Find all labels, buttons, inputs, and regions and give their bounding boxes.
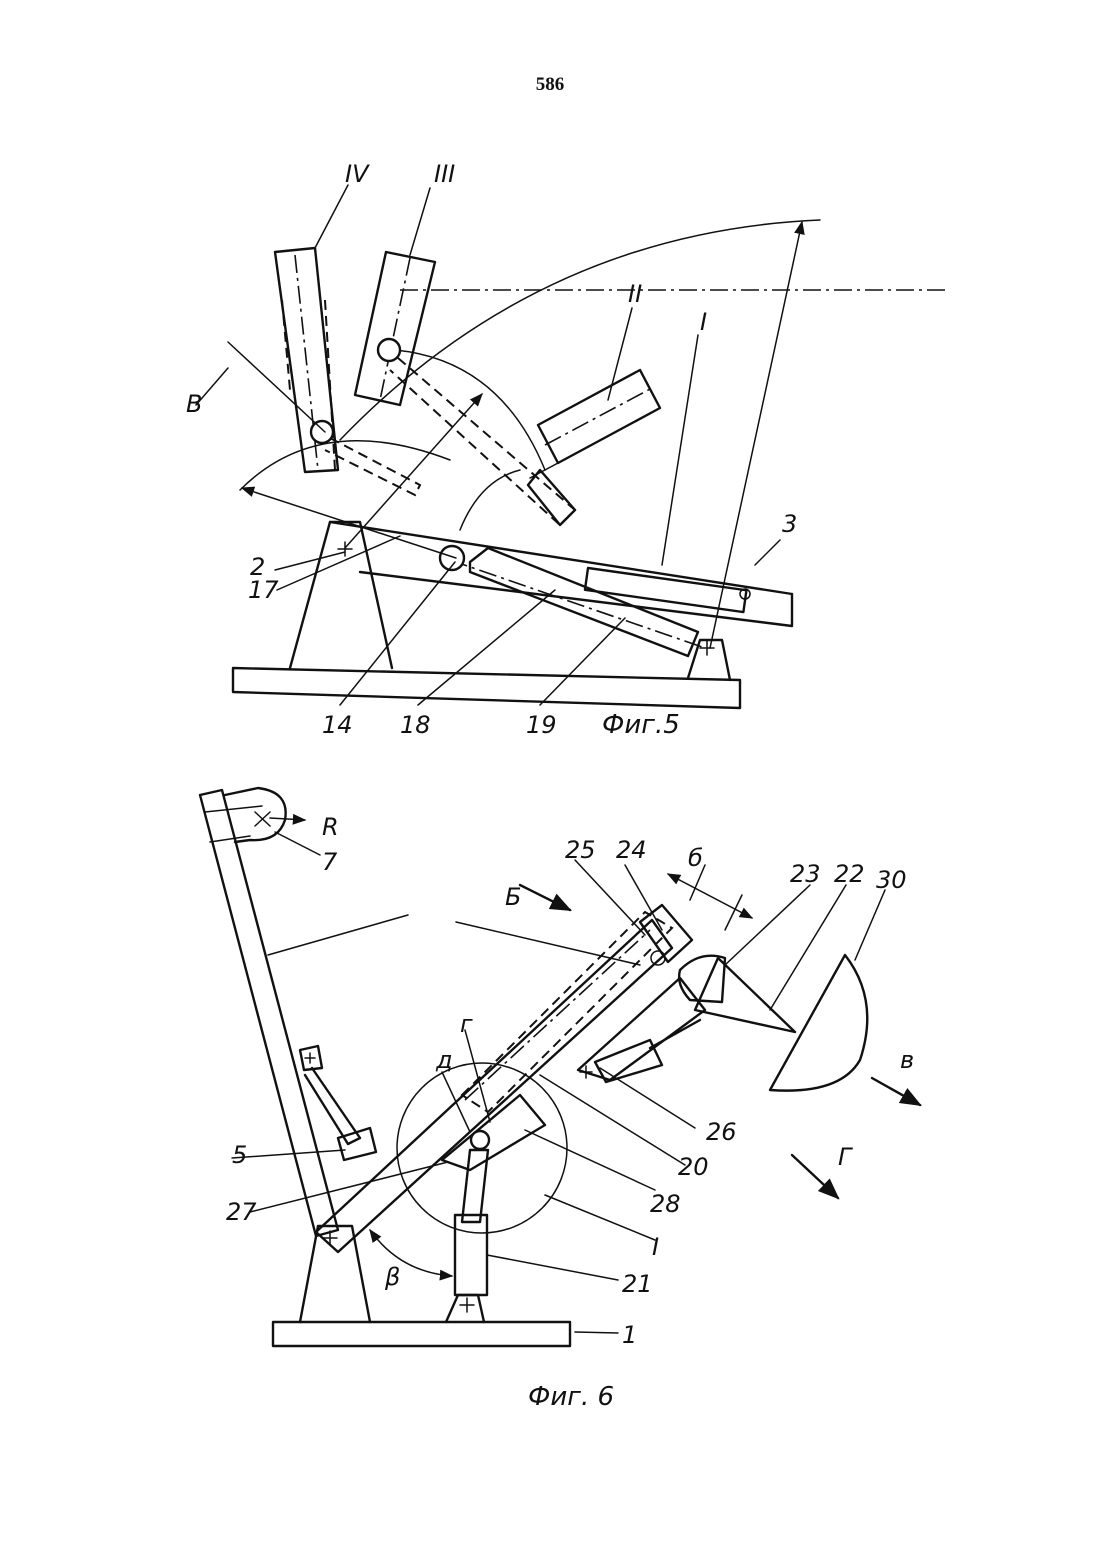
fig6-label-22: 22 — [834, 860, 865, 888]
fig5-label-14: 14 — [322, 711, 353, 739]
fig6-R-arrow — [270, 818, 305, 820]
fig6-label-21: 21 — [622, 1270, 653, 1298]
fig5-center-mark — [700, 641, 714, 655]
fig6-boom-axis — [465, 930, 650, 1100]
fig6-main-boom — [316, 920, 672, 1252]
fig6-label-24: 24 — [616, 836, 647, 864]
figure-6: R 7 25 24 б 23 22 30 Б в Г г д 5 27 26 2… — [200, 788, 920, 1412]
fig6-label-5: 5 — [232, 1141, 247, 1169]
fig6-label-view-G: Г — [838, 1143, 853, 1171]
fig6-pivot — [471, 1131, 489, 1149]
fig5-swing-arc — [340, 220, 820, 440]
fig6-label-beta: β — [384, 1263, 400, 1291]
fig6-caption: Фиг. 6 — [528, 1382, 614, 1412]
fig6-support — [300, 1226, 370, 1322]
fig6-label-1: 1 — [622, 1321, 637, 1349]
fig5-view-B-line — [228, 342, 325, 432]
fig6-leaders — [232, 832, 885, 1333]
fig6-label-20: 20 — [678, 1153, 709, 1181]
fig6-head-cross — [255, 812, 270, 826]
fig6-label-28: 28 — [650, 1190, 681, 1218]
fig6-label-27: 27 — [226, 1198, 257, 1226]
fig5-arc-arrow — [242, 488, 456, 558]
fig6-mount-cross — [460, 1298, 474, 1312]
fig6-cylinder-rod — [650, 1020, 700, 1048]
fig5-position-II — [530, 370, 660, 478]
fig5-right-support — [688, 640, 730, 680]
fig6-cylinder-mount — [446, 1295, 484, 1322]
fig6-label-30: 30 — [876, 866, 907, 894]
fig5-label-I: I — [700, 308, 707, 336]
fig5-label-view-B: В — [186, 390, 202, 418]
fig5-support-frame — [290, 522, 392, 668]
fig6-inclined-arm — [200, 790, 338, 1236]
fig6-label-I: I — [652, 1233, 659, 1261]
fig6-cone-22 — [695, 958, 795, 1032]
fig5-cylinder-axis — [450, 560, 705, 648]
fig6-base-1 — [273, 1322, 570, 1346]
fig6-label-view-V: в — [900, 1046, 914, 1074]
fig6-upper-member — [462, 912, 672, 1112]
fig6-view-arrow-G — [792, 1155, 838, 1198]
fig5-position-III — [355, 252, 575, 525]
fig6-head-pin — [651, 951, 665, 965]
fig5-label-III: III — [434, 160, 455, 188]
fig5-label-17: 17 — [248, 576, 279, 604]
fig5-boom — [330, 522, 792, 626]
fig6-label-7: 7 — [322, 848, 338, 876]
fig6-dim-b — [668, 874, 752, 918]
fig5-label-II: II — [628, 280, 642, 308]
fig6-section-line — [268, 915, 640, 965]
fig6-label-view-B: Б — [505, 883, 521, 911]
fig5-leaders — [196, 185, 780, 705]
figure-5: IV III II I В 2 17 3 14 18 19 Фиг.5 — [186, 160, 950, 740]
fig6-label-g-small: г — [460, 1010, 473, 1038]
fig6-label-25: 25 — [565, 836, 596, 864]
fig5-label-19: 19 — [526, 711, 557, 739]
fig6-label-b-small: б — [688, 844, 703, 872]
fig6-angle-beta — [370, 1230, 452, 1276]
fig6-label-26: 26 — [706, 1118, 737, 1146]
fig5-label-18: 18 — [400, 711, 431, 739]
fig5-caption: Фиг.5 — [602, 710, 680, 740]
fig6-view-arrow-V — [872, 1078, 920, 1105]
fig5-mid-arc — [395, 350, 545, 470]
fig6-label-d-small: д — [435, 1046, 453, 1074]
fig5-label-3: 3 — [782, 510, 797, 538]
fig6-cylinder-21 — [455, 1215, 487, 1295]
fig6-label-R: R — [322, 813, 339, 841]
fig5-label-IV: IV — [345, 160, 370, 188]
fig6-strut-5 — [338, 1128, 376, 1160]
fig5-base-plate — [233, 668, 740, 708]
fig5-position-IV — [275, 248, 420, 495]
fig6-view-arrow-B — [520, 885, 570, 910]
fig6-label-23: 23 — [790, 860, 821, 888]
fig6-strut-pin-cross — [305, 1053, 315, 1063]
fig6-dim-b-ext2 — [725, 895, 742, 930]
fig5-reach-arrow — [710, 222, 802, 648]
